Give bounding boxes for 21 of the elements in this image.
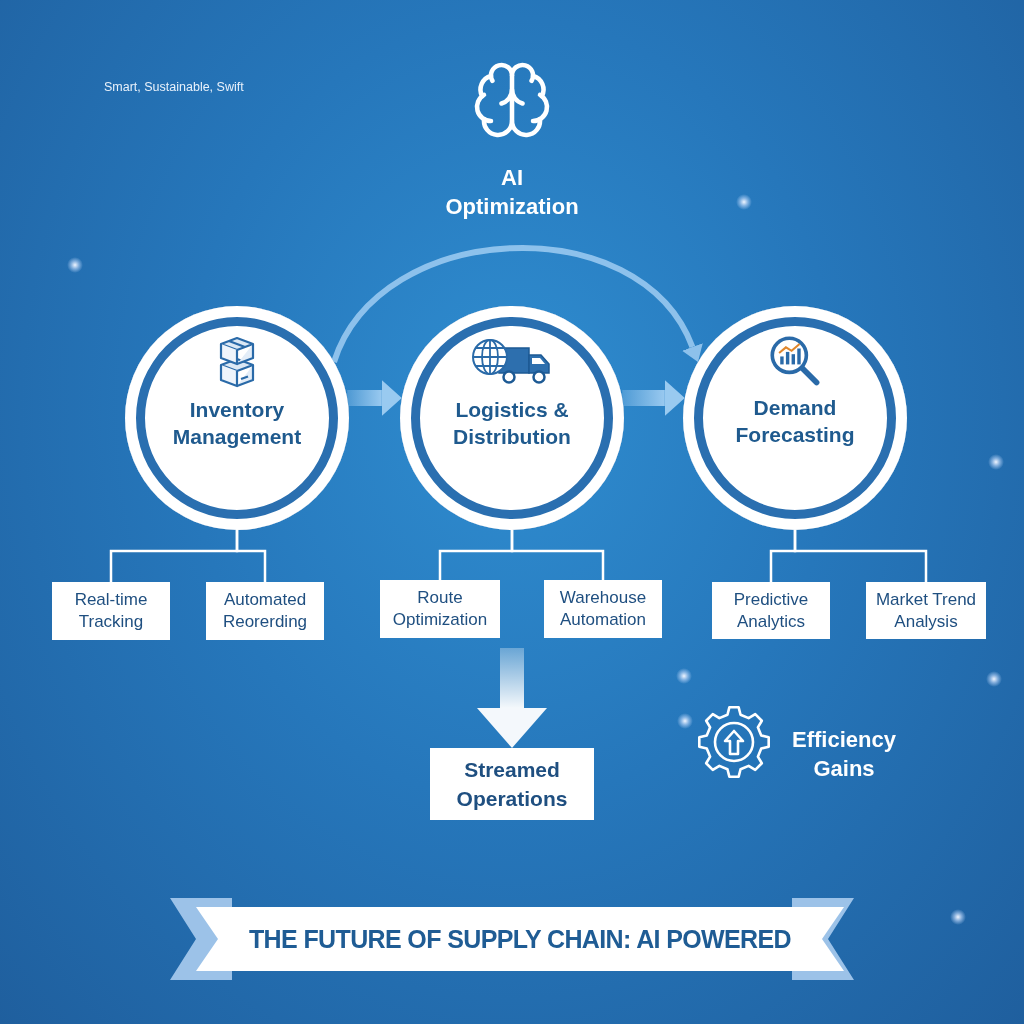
caption-text: Efficiency Gains xyxy=(791,726,897,783)
feature-card: Warehouse Automation xyxy=(544,580,662,638)
feature-card: Real-time Tracking xyxy=(52,582,170,640)
stage-title: Inventory Management xyxy=(171,397,303,450)
connector-line xyxy=(510,530,605,580)
stage-title: Demand Forecasting xyxy=(734,395,856,448)
arrow xyxy=(477,648,547,748)
stage-title: Logistics & Distribution xyxy=(452,397,572,450)
feature-card: Route Optimization xyxy=(380,580,500,638)
arrow xyxy=(347,380,402,416)
connector-line xyxy=(235,530,267,582)
feature-card: Predictive Analytics xyxy=(712,582,830,639)
feature-card: Automated Reorerding xyxy=(206,582,324,640)
title-text: THE FUTURE OF SUPPLY CHAIN: AI POWERED xyxy=(247,924,792,955)
curved-arrow xyxy=(331,245,703,364)
tagline-text: Smart, Sustainable, Swift xyxy=(104,79,245,95)
feature-card: Market Trend Analysis xyxy=(866,582,986,639)
connector-line xyxy=(793,530,928,582)
arrow xyxy=(622,380,685,416)
heading-text: AI Optimization xyxy=(444,164,580,221)
outcome-card: Streamed Operations xyxy=(430,748,594,820)
